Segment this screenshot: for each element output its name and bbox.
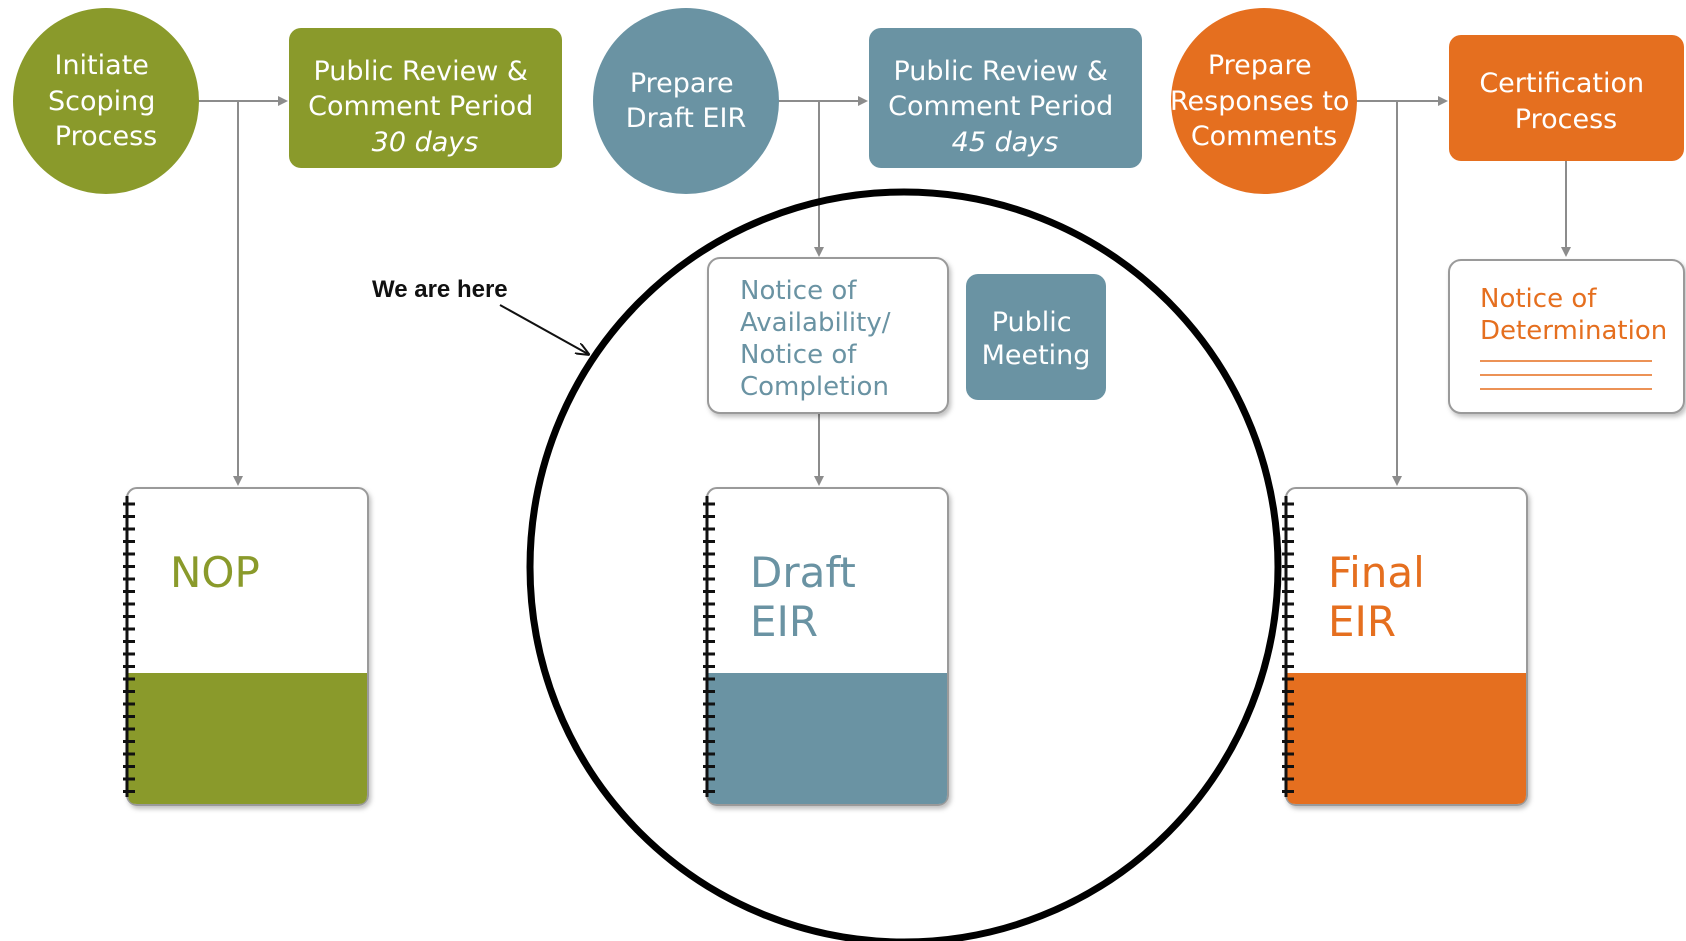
svg-text:Public Review & Comment: Public Review & Comment Period 30 days <box>308 56 542 158</box>
svg-text:Notice of Availability/: Notice of Availability/ Notice of Comple… <box>740 276 899 402</box>
step-prepare-responses: Prepare Responses to Comments <box>1170 8 1358 194</box>
binder-title-line: Final <box>1328 548 1425 597</box>
binder-title-line: Draft <box>750 548 856 597</box>
step-label-line: Certification <box>1479 68 1644 99</box>
step-box <box>1449 35 1684 161</box>
svg-text:Notice of Determination: Notice of Determination <box>1480 284 1667 346</box>
step-label-line: Scoping <box>48 86 155 117</box>
binder-spine <box>1282 496 1294 797</box>
step-label-line: Public Review & <box>313 56 527 87</box>
notice-label-line: Notice of <box>740 276 857 306</box>
meeting-box <box>966 274 1106 400</box>
we-are-here-label: We are here <box>372 276 508 303</box>
step-label-line: Responses to <box>1170 86 1349 117</box>
notice-availability-card: Notice of Availability/ Notice of Comple… <box>707 257 949 414</box>
svg-text:Public Review & Comment: Public Review & Comment Period 45 days <box>888 56 1122 158</box>
binder-nop: NOP <box>123 487 369 806</box>
signature-lines <box>1480 360 1652 390</box>
binder-spine <box>123 496 135 797</box>
public-meeting-box: Public Meeting <box>966 274 1106 400</box>
step-label-line: Prepare <box>630 68 734 99</box>
connectors <box>198 96 1571 486</box>
svg-text:Prepare Draft EIR: Prepare Draft EIR <box>626 68 746 134</box>
notice-label-line: Notice of <box>1480 284 1597 314</box>
focus-circle <box>526 188 1282 941</box>
step-label-line: Comment Period <box>888 91 1113 122</box>
step-duration: 30 days <box>372 127 479 158</box>
step-circle <box>593 8 779 194</box>
svg-text:Final EIR: Final EIR <box>1328 548 1438 646</box>
meeting-label-line: Public <box>992 307 1072 338</box>
step-circle <box>13 8 199 194</box>
svg-text:Draft EIR: Draft EIR <box>750 548 869 646</box>
notice-determination-card: Notice of Determination <box>1448 259 1685 414</box>
notice-label-line: Determination <box>1480 316 1667 346</box>
binder-bottom-fill <box>708 673 947 804</box>
svg-text:Public Meeting: Public Meeting <box>982 307 1091 371</box>
step-prepare-draft-eir: Prepare Draft EIR <box>593 8 779 194</box>
meeting-label-line: Meeting <box>982 340 1091 371</box>
svg-text:Prepare Responses to: Prepare Responses to Comments <box>1170 50 1358 152</box>
notice-label-line: Notice of <box>740 340 857 370</box>
step-initiate-scoping: Initiate Scoping Process <box>13 8 199 194</box>
step-public-review-45: Public Review & Comment Period 45 days <box>869 28 1142 168</box>
step-label-line: Prepare <box>1208 50 1312 81</box>
step-box <box>869 28 1142 168</box>
step-label-line: Draft EIR <box>626 103 746 134</box>
step-label-line: Initiate <box>54 50 148 81</box>
binder-title-line: NOP <box>170 548 260 597</box>
step-certification: Certification Process <box>1449 35 1684 161</box>
svg-text:Certification Process: Certification Process <box>1479 68 1652 135</box>
step-label-line: Public Review & <box>893 56 1107 87</box>
step-box <box>289 28 562 168</box>
notice-card <box>707 257 949 414</box>
step-duration: 45 days <box>952 127 1059 158</box>
binder-title-line: EIR <box>750 597 818 646</box>
binder-bottom-fill <box>128 673 367 804</box>
step-label-line: Process <box>55 121 157 152</box>
binder-final-eir: Final EIR <box>1282 487 1528 806</box>
step-public-review-30: Public Review & Comment Period 30 days <box>289 28 562 168</box>
notice-label-line: Availability/ <box>740 308 891 338</box>
step-circle <box>1171 8 1357 194</box>
binder-draft-eir: Draft EIR <box>703 487 949 806</box>
binder-bottom-fill <box>1287 673 1526 804</box>
svg-text:Initiate Scoping P: Initiate Scoping Process <box>48 50 164 152</box>
binder-title-line: EIR <box>1328 597 1396 646</box>
step-label-line: Comment Period <box>308 91 533 122</box>
step-label-line: Process <box>1515 104 1617 135</box>
notice-label-line: Completion <box>740 372 889 402</box>
step-label-line: Comments <box>1191 121 1337 152</box>
svg-text:NOP: NOP <box>170 548 260 597</box>
we-are-here-arrow <box>499 304 588 354</box>
binder-spine <box>703 496 715 797</box>
